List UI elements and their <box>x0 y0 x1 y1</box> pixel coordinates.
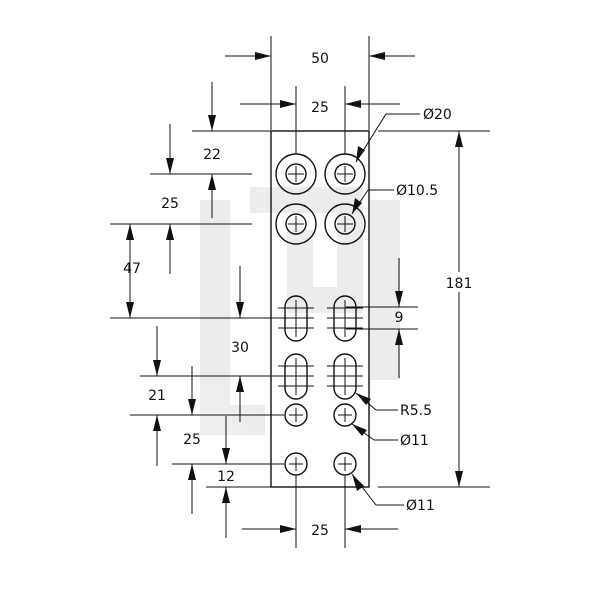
callout-label: Ø20 <box>423 107 452 123</box>
slot-upper-right <box>327 295 363 342</box>
callout-round-hole-2: Ø11 <box>351 473 435 514</box>
hole-second-right <box>324 203 366 245</box>
dim-label: 181 <box>446 276 473 292</box>
dim-slot-row: 21 <box>130 326 284 466</box>
callout-label: R5.5 <box>400 403 432 419</box>
dim-label: 12 <box>217 469 235 485</box>
callout-big-hole: Ø20 <box>355 107 452 163</box>
dim-hole-pitch-top: 25 <box>240 86 400 154</box>
watermark-logo <box>200 187 400 435</box>
dim-top-width: 50 <box>225 36 415 130</box>
callout-slot-radius: R5.5 <box>355 392 432 419</box>
dim-to-slots: 47 <box>110 224 284 319</box>
dim-label: 22 <box>203 147 221 163</box>
round-hole-d <box>333 452 357 476</box>
round-hole-a <box>284 403 308 427</box>
dim-label: 21 <box>148 388 166 404</box>
hole-second-left <box>275 203 317 245</box>
callout-round-hole-1: Ø11 <box>351 423 429 449</box>
callout-label: Ø11 <box>406 498 435 514</box>
dim-hole-pitch-bottom: 25 <box>242 476 398 548</box>
dim-label: 30 <box>231 340 249 356</box>
dim-slot-gap: 30 <box>140 266 284 422</box>
dim-bottom-offset: 12 <box>206 416 271 538</box>
round-hole-b <box>333 403 357 427</box>
dim-label: 25 <box>311 100 329 116</box>
round-holes <box>284 403 357 476</box>
dim-label: 25 <box>183 432 201 448</box>
round-hole-c <box>284 452 308 476</box>
dim-round-pitch: 25 <box>172 366 284 514</box>
dim-label: 25 <box>311 523 329 539</box>
dim-label: 9 <box>395 310 404 326</box>
slotted-holes <box>278 295 363 400</box>
dim-slot-width: 9 <box>346 258 418 378</box>
plate-outline <box>270 130 370 488</box>
callout-label: Ø10.5 <box>396 183 438 199</box>
dim-label: 25 <box>161 196 179 212</box>
callout-label: Ø11 <box>400 433 429 449</box>
dim-row-pitch: 25 <box>110 124 252 274</box>
dim-total-height: 181 <box>378 130 490 488</box>
dim-label: 50 <box>311 51 329 67</box>
slot-lower-right <box>327 353 363 400</box>
dim-top-offset: 22 <box>150 82 271 218</box>
dim-label: 47 <box>123 261 141 277</box>
callout-small-hole: Ø10.5 <box>351 183 438 215</box>
